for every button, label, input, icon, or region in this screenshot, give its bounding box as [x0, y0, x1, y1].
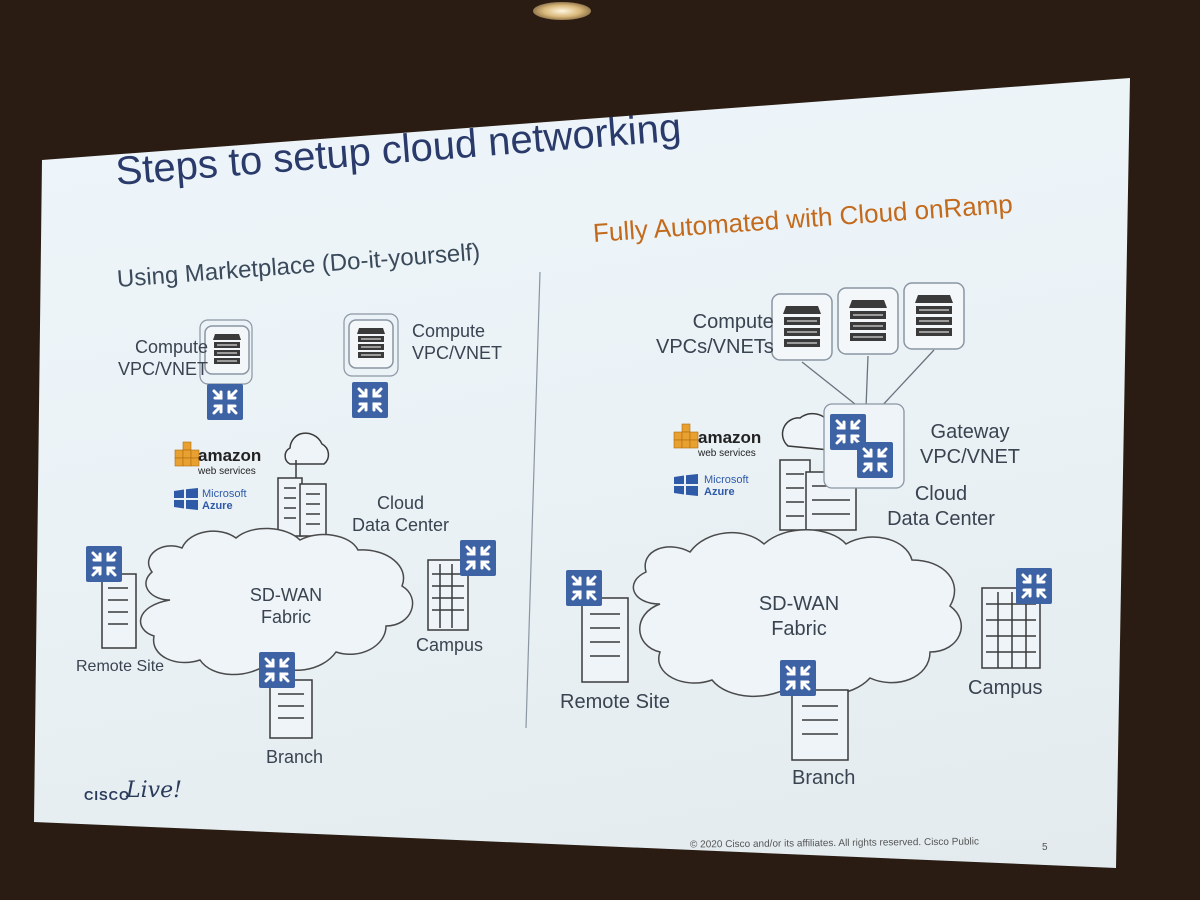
label-line: Compute: [692, 311, 774, 333]
left-compute-label-2: Compute VPC/VNET: [412, 320, 502, 364]
left-remote-site-label: Remote Site: [76, 658, 165, 675]
router-icon: [84, 544, 124, 584]
label-line: VPC/VNET: [920, 446, 1021, 468]
label-line: Data Center: [887, 508, 995, 530]
left-branch-label: Branch: [266, 747, 324, 767]
compute-links: [801, 349, 935, 409]
azure-wordmark-right: Microsoft Azure: [704, 474, 749, 498]
label-line: Gateway: [930, 421, 1010, 443]
label-line: Microsoft: [202, 488, 247, 500]
column-divider: [525, 271, 541, 729]
right-fabric-label: SD-WAN Fabric: [754, 592, 844, 642]
left-compute-label-1: Compute VPC/VNET: [118, 336, 208, 380]
label-line: Azure: [202, 500, 233, 512]
right-branch-label: Branch: [792, 767, 856, 789]
label-line: Fabric: [771, 618, 827, 640]
label-line: Compute: [412, 321, 486, 341]
cisco-logo: CISCO: [84, 788, 131, 803]
left-cloud-dc-label: Cloud Data Center: [352, 492, 450, 536]
building-icon: [101, 573, 137, 649]
label-line: Azure: [704, 486, 735, 498]
building-icon: [277, 432, 330, 537]
aws-tagline-right: web services: [698, 448, 756, 459]
server-icon: [348, 319, 394, 369]
building-icon: [581, 597, 629, 683]
ceiling-lamp: [533, 2, 591, 20]
right-campus-label: Campus: [968, 677, 1043, 699]
aws-logo: [174, 441, 200, 467]
label-line: Cloud: [376, 493, 424, 513]
cloud-icon: [632, 529, 962, 697]
label-line: SD-WAN: [249, 585, 323, 605]
label-line: VPC/VNET: [412, 343, 503, 363]
label-line: Data Center: [352, 515, 450, 535]
cisco-live-logo: Live!: [126, 778, 182, 803]
router-icon: [564, 568, 604, 608]
building-icon: [269, 679, 313, 739]
router-icon: [855, 440, 895, 480]
router-icon: [458, 538, 498, 578]
left-campus-label: Campus: [416, 635, 484, 655]
label-line: Microsoft: [704, 474, 749, 486]
page-number: 5: [1042, 842, 1048, 853]
right-compute-label: Compute VPCs/VNETs: [656, 310, 774, 360]
azure-logo: [174, 488, 198, 510]
server-icon: [903, 282, 965, 350]
aws-logo: [673, 423, 699, 449]
label-line: Cloud: [914, 483, 968, 505]
label-line: SD-WAN: [758, 593, 840, 615]
server-icon: [771, 293, 833, 361]
left-fabric-label: SD-WAN Fabric: [246, 584, 326, 628]
router-icon: [205, 382, 245, 422]
label-line: Compute: [134, 337, 209, 357]
aws-wordmark-left: amazon: [198, 446, 262, 465]
right-remote-site-label: Remote Site: [560, 691, 671, 713]
router-icon: [257, 650, 297, 690]
label-line: VPC/VNET: [118, 359, 209, 379]
right-cloud-dc-label: Cloud Data Center: [882, 482, 1000, 532]
router-icon: [1014, 566, 1054, 606]
right-gateway-label: Gateway VPC/VNET: [920, 420, 1020, 470]
label-line: Fabric: [260, 607, 311, 627]
router-icon: [350, 380, 390, 420]
compute-frame-left-2: [343, 313, 399, 377]
building-icon: [791, 689, 849, 761]
azure-logo: [674, 474, 698, 496]
aws-tagline-left: web services: [198, 466, 256, 477]
server-icon: [204, 325, 250, 375]
server-icon: [837, 287, 899, 355]
router-icon: [778, 658, 818, 698]
azure-wordmark-left: Microsoft Azure: [202, 488, 247, 512]
cloud-icon: [139, 527, 414, 676]
aws-wordmark-right: amazon: [698, 428, 762, 447]
label-line: VPCs/VNETs: [656, 336, 774, 358]
